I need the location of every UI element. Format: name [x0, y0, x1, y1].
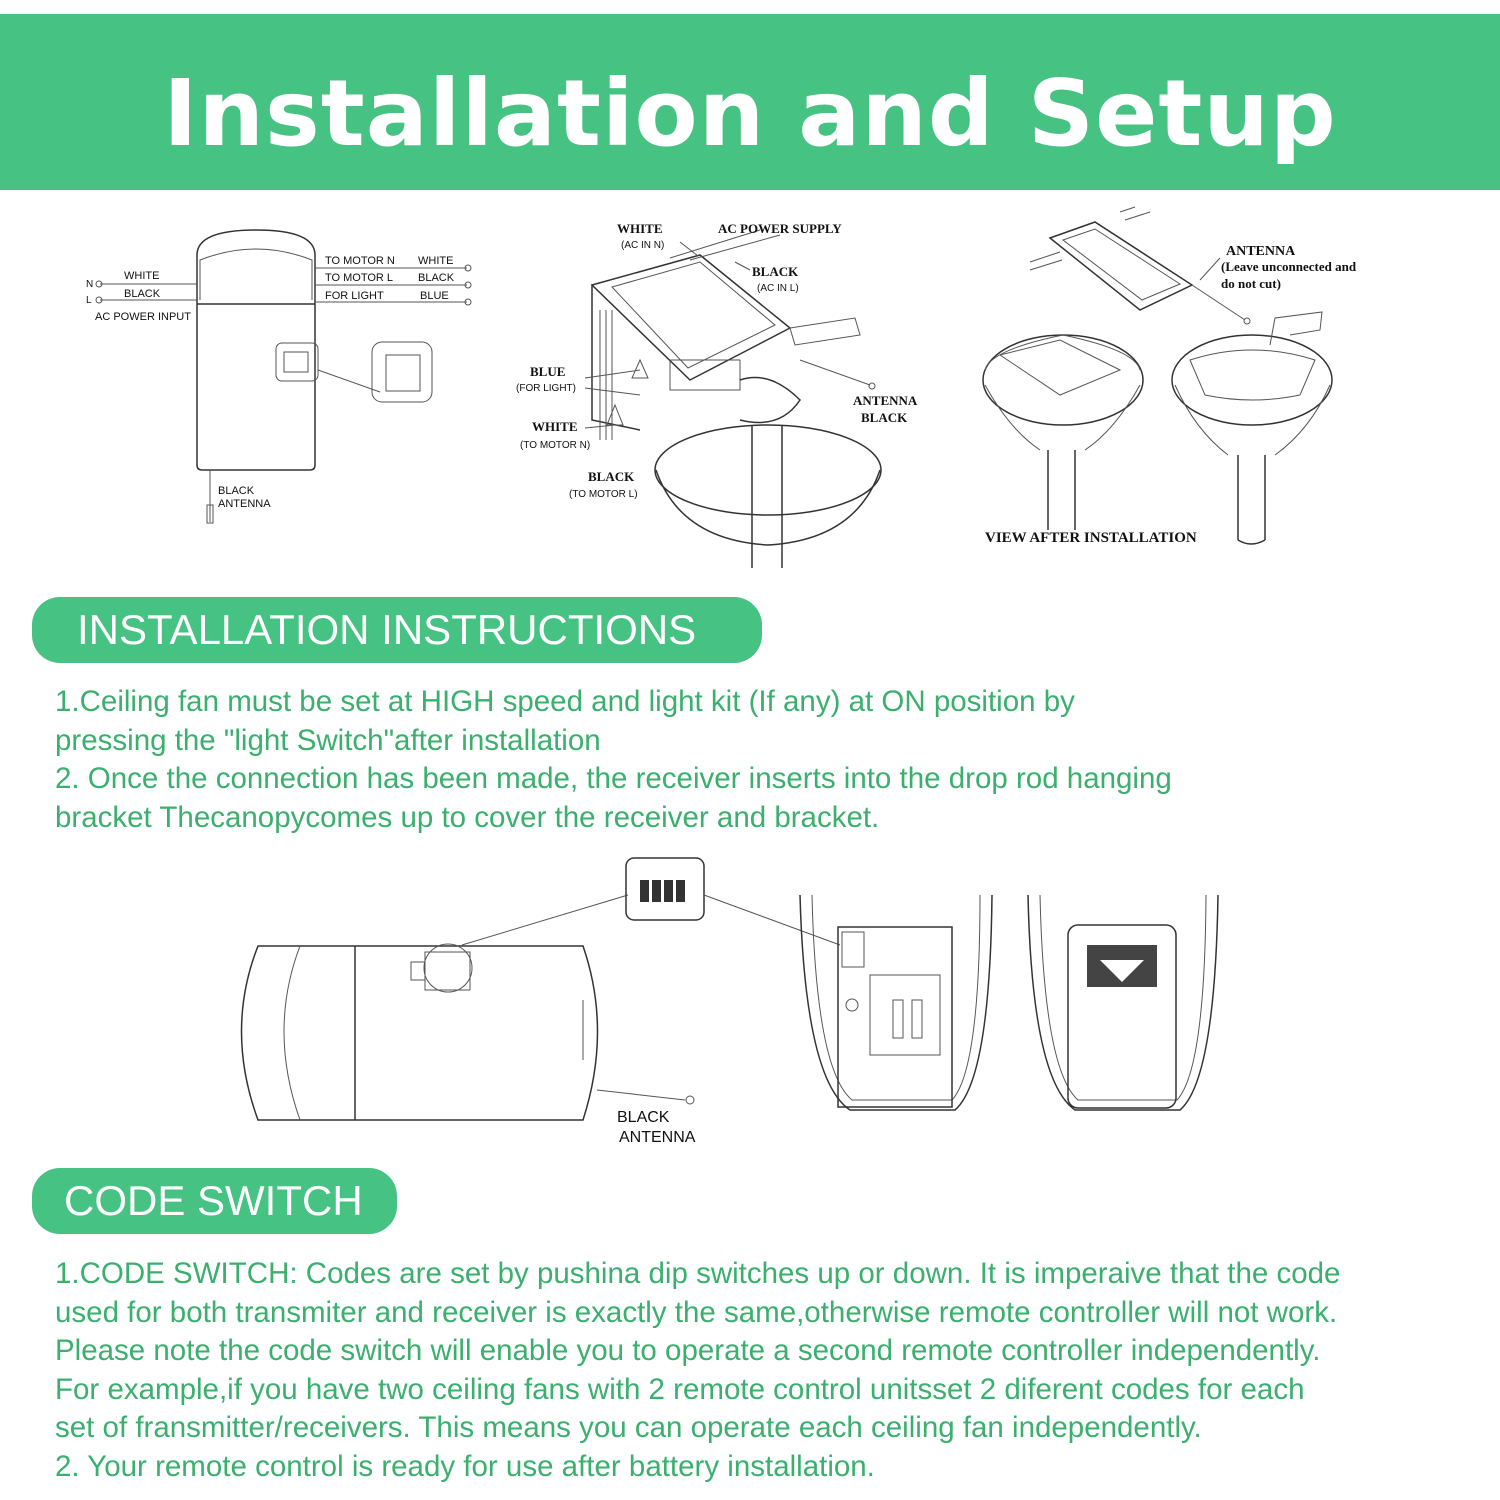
to-motor-l-label-2: (TO MOTOR L): [569, 489, 638, 500]
l-label: L: [86, 295, 92, 306]
antenna-note-2: do not cut): [1221, 276, 1281, 291]
black-antenna-label-1: BLACK: [218, 485, 255, 497]
blue-label: BLUE: [530, 364, 565, 379]
code-switch-line: 1.CODE SWITCH: Codes are set by pushina …: [55, 1257, 1341, 1290]
black-bot-label: BLACK: [588, 469, 635, 484]
ac-in-n-label: (AC IN N): [621, 240, 664, 251]
instruction-line: bracket Thecanopycomes up to cover the r…: [55, 800, 880, 834]
to-motor-n-label: TO MOTOR N: [325, 255, 395, 267]
view-after-label: VIEW AFTER INSTALLATION: [985, 530, 1197, 546]
antenna-label-4: ANTENNA: [619, 1129, 696, 1146]
code-switch-line: 2. Your remote control is ready for use …: [55, 1449, 875, 1483]
for-light-label: FOR LIGHT: [325, 290, 384, 302]
page-title: Installation and Setup: [163, 60, 1337, 167]
antenna-black-label: BLACK: [861, 410, 908, 425]
to-motor-l-label: TO MOTOR L: [325, 272, 393, 284]
remote-back-open: [799, 894, 993, 1111]
white-in-label: WHITE: [124, 270, 159, 282]
header-banner: Installation and Setup: [0, 14, 1500, 190]
after-installation-diagram: ANTENNA (Leave unconnected and do not cu…: [982, 206, 1357, 546]
white-label: WHITE: [617, 221, 663, 236]
wiring-diagrams: N L WHITE BLACK AC POWER INPUT TO MOTOR …: [86, 206, 1357, 568]
receiver-wiring-diagram: N L WHITE BLACK AC POWER INPUT TO MOTOR …: [86, 229, 472, 524]
code-switch-line: For example,if you have two ceiling fans…: [55, 1372, 1305, 1406]
black-out-label: BLACK: [418, 272, 455, 284]
dip-switch-diagram: BLACK ANTENNA: [240, 857, 1219, 1146]
black-antenna-label-2: ANTENNA: [218, 498, 271, 510]
instruction-line: 2. Once the connection has been made, th…: [55, 762, 1172, 796]
canopy-install-diagram: WHITE (AC IN N) AC POWER SUPPLY BLACK (A…: [516, 221, 918, 568]
remote-back-closed: [1027, 894, 1219, 1111]
code-switch-line: set of fransmitter/receivers. This means…: [55, 1411, 1202, 1445]
white-mid-label: WHITE: [532, 419, 578, 434]
antenna-label-2: ANTENNA: [853, 393, 918, 408]
ac-power-supply-label: AC POWER SUPPLY: [718, 221, 842, 236]
to-motor-n-label-2: (TO MOTOR N): [520, 440, 590, 451]
blue-out-label: BLUE: [420, 290, 449, 302]
black-label-4: BLACK: [617, 1109, 670, 1126]
antenna-note-1: (Leave unconnected and: [1221, 259, 1357, 274]
installation-instructions-heading: INSTALLATION INSTRUCTIONS: [32, 597, 762, 663]
for-light-label-2: (FOR LIGHT): [516, 383, 576, 394]
instruction-line: pressing the "light Switch"after install…: [55, 723, 601, 757]
instruction-line: 1.Ceiling fan must be set at HIGH speed …: [55, 685, 1075, 718]
code-switch-line: Please note the code switch will enable …: [55, 1334, 1321, 1368]
antenna-label-3: ANTENNA: [1226, 244, 1296, 259]
ac-in-l-label: (AC IN L): [757, 283, 799, 294]
black-top-label: BLACK: [752, 264, 799, 279]
installation-instructions-text: 1.Ceiling fan must be set at HIGH speed …: [55, 683, 1172, 837]
installation-instructions-title: INSTALLATION INSTRUCTIONS: [77, 606, 697, 653]
n-label: N: [86, 279, 93, 290]
white-out-label: WHITE: [418, 255, 453, 267]
dip-switch-zoom: [625, 857, 841, 946]
receiver-unit: BLACK ANTENNA: [240, 894, 696, 1146]
code-switch-line: used for both transmiter and receiver is…: [55, 1295, 1338, 1329]
code-switch-text: 1.CODE SWITCH: Codes are set by pushina …: [55, 1255, 1340, 1487]
black-in-label: BLACK: [124, 288, 161, 300]
code-switch-heading: CODE SWITCH: [32, 1168, 397, 1234]
code-switch-title: CODE SWITCH: [64, 1177, 363, 1224]
ac-input-label: AC POWER INPUT: [95, 311, 191, 323]
